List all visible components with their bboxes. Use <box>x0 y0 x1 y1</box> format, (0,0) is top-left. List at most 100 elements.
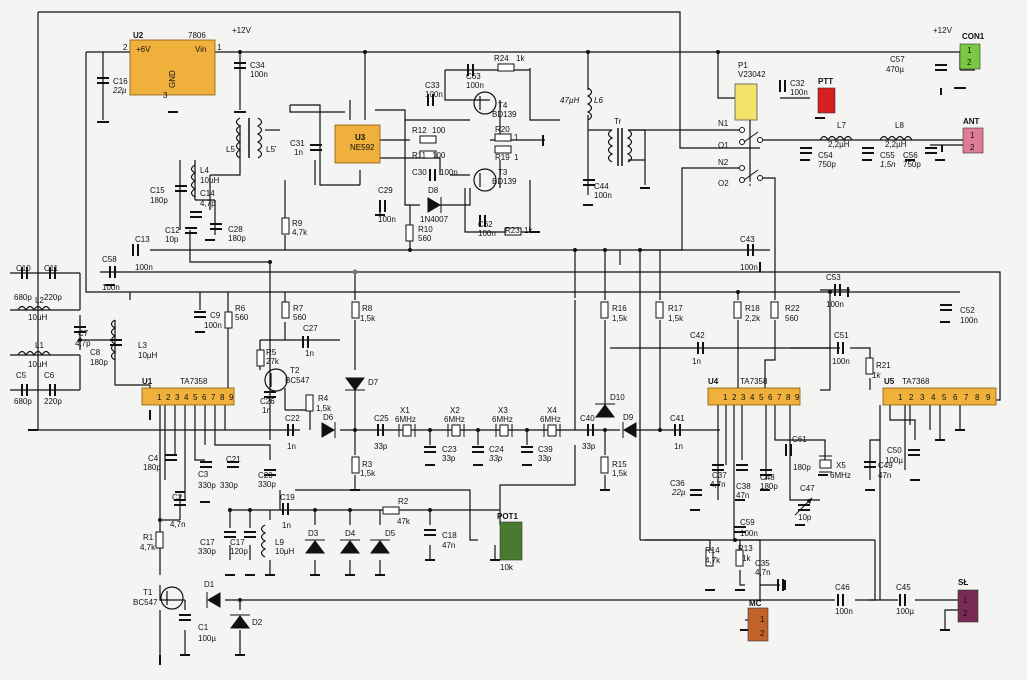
c17b-value: 120p <box>230 547 248 556</box>
c47-label: C47 <box>800 484 815 493</box>
c6-label: C6 <box>44 371 55 380</box>
c39-value: 33p <box>538 454 552 463</box>
sl-pin2: 2 <box>963 609 968 618</box>
sl-pin1: 1 <box>963 596 968 605</box>
r22-label: R22 <box>785 304 800 313</box>
c5-label: C5 <box>16 371 27 380</box>
pot1-label: POT1 <box>497 512 518 521</box>
c32-label: C32 <box>790 79 805 88</box>
c44-label: C44 <box>594 182 609 191</box>
c11-value: 220p <box>44 293 62 302</box>
l5b-label: L5' <box>266 145 277 154</box>
connectors <box>499 43 984 642</box>
c43-label: C43 <box>740 235 755 244</box>
x5-value: 6MHz <box>830 471 851 480</box>
svg-text:8: 8 <box>786 393 791 402</box>
c63-label: C63 <box>466 72 481 81</box>
d8-part: 1N4007 <box>420 215 449 224</box>
svg-text:5: 5 <box>759 393 764 402</box>
svg-text:4: 4 <box>931 393 936 402</box>
c61-value: 180p <box>793 463 811 472</box>
c14-value: 4,7p <box>200 199 216 208</box>
c10-label: C10 <box>16 264 31 273</box>
c6-value: 220p <box>44 397 62 406</box>
c30-label: C30 <box>412 168 427 177</box>
d8-label: D8 <box>428 186 439 195</box>
svg-text:4: 4 <box>184 393 189 402</box>
c34-label: C34 <box>250 61 265 70</box>
c29-label: C29 <box>378 186 393 195</box>
c14-label: C14 <box>200 189 215 198</box>
l4-label: L4 <box>200 166 209 175</box>
c28-value: 180p <box>228 234 246 243</box>
x3-freq: 6MHz <box>492 415 513 424</box>
r24-value: 1k <box>516 54 525 63</box>
svg-text:5: 5 <box>193 393 198 402</box>
n1-label: N1 <box>718 119 729 128</box>
svg-text:1: 1 <box>157 393 162 402</box>
u1-label: U1 <box>142 377 153 386</box>
r24-label: R24 <box>494 54 509 63</box>
d9-label: D9 <box>623 413 634 422</box>
c55-label: C55 <box>880 151 895 160</box>
pot1-value: 10k <box>500 563 514 572</box>
r1-label: R1 <box>143 533 154 542</box>
c54-value: 750p <box>818 160 836 169</box>
c41-label: C41 <box>670 414 685 423</box>
r9-label: R9 <box>292 219 303 228</box>
ant-connector <box>962 127 984 154</box>
svg-text:3: 3 <box>920 393 925 402</box>
r15-value: 1,5k <box>612 469 628 478</box>
c40-label: C40 <box>580 414 595 423</box>
ics <box>129 39 997 406</box>
c36-value: 22µ <box>671 488 686 497</box>
c35-value: 4,7n <box>755 568 771 577</box>
con1-label: CON1 <box>962 32 985 41</box>
c23-label: C23 <box>442 445 457 454</box>
r5-label: R5 <box>266 348 277 357</box>
u3-label: U3 <box>355 133 366 142</box>
con1-pin1: 1 <box>967 46 972 55</box>
d4-label: D4 <box>345 529 356 538</box>
c56-value: 750p <box>903 160 921 169</box>
c48-value: 180p <box>760 482 778 491</box>
u1-chip <box>141 387 235 406</box>
diodes <box>206 197 637 629</box>
c1-value: 100µ <box>198 634 216 643</box>
r18-label: R18 <box>745 304 760 313</box>
t3-part: BD139 <box>492 177 517 186</box>
r12-value: 100 <box>432 126 446 135</box>
svg-text:1: 1 <box>723 393 728 402</box>
c8-label: C8 <box>90 348 101 357</box>
d1-label: D1 <box>204 580 215 589</box>
c28-label: C28 <box>228 225 243 234</box>
l9-label: L9 <box>275 538 284 547</box>
t3-label: T3 <box>498 168 508 177</box>
c4-value: 180p <box>143 463 161 472</box>
c58-label: C58 <box>102 255 117 264</box>
c20-label: C20 <box>258 471 273 480</box>
resistors <box>155 63 874 567</box>
r23-label: R23 <box>505 226 520 235</box>
u2-part: 7806 <box>188 31 206 40</box>
c18-value: 47n <box>442 541 455 550</box>
inductors <box>17 87 913 558</box>
labels-bottom: C4 180p C3 330p C21 330p C20 330p C2 4,7… <box>133 435 968 643</box>
l8-label: L8 <box>895 121 904 130</box>
l7-value: 2,2µH <box>828 140 850 149</box>
c59-value: 100n <box>740 529 758 538</box>
l8-value: 2,2µH <box>885 140 907 149</box>
c37-value: 4,7n <box>710 480 726 489</box>
l3-label: L3 <box>138 341 147 350</box>
u2-gnd: GND <box>168 70 177 88</box>
c56-label: C56 <box>903 151 918 160</box>
c39-label: C39 <box>538 445 553 454</box>
r19-value: 1 <box>514 153 519 162</box>
d10-label: D10 <box>610 393 625 402</box>
c42-label: C42 <box>690 331 705 340</box>
c2-value: 4,7n <box>170 520 186 529</box>
d7-label: D7 <box>368 378 379 387</box>
c40-value: 33p <box>582 442 596 451</box>
c27-label: C27 <box>303 324 318 333</box>
